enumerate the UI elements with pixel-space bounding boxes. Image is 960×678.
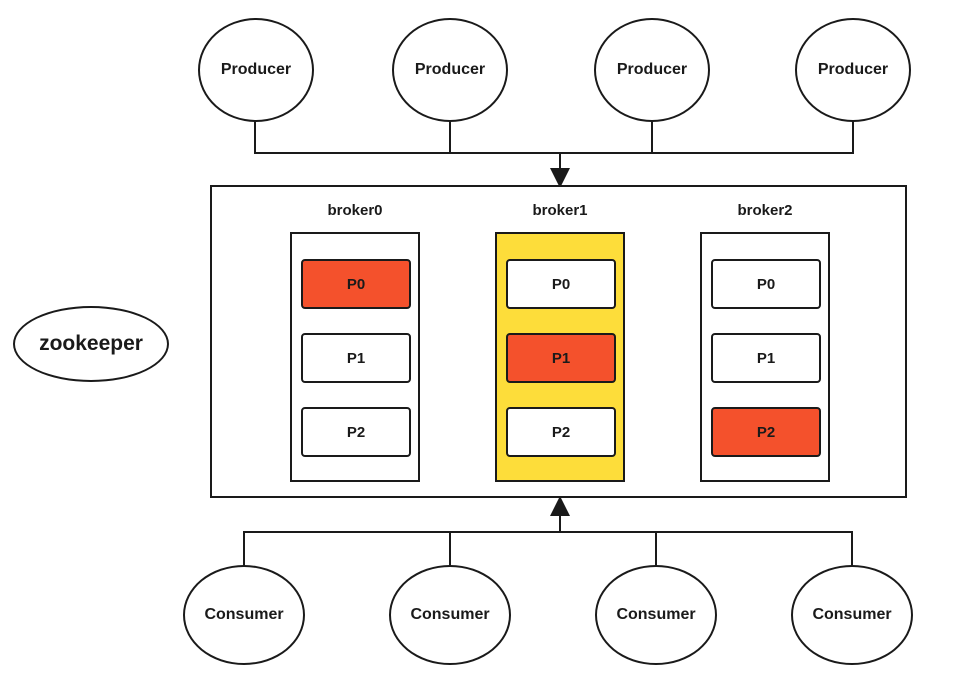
partition-box: P2 — [506, 407, 616, 457]
partition-box: P0 — [506, 259, 616, 309]
broker-box: P0 P1 P2 — [495, 232, 625, 482]
producer-node: Producer — [198, 18, 314, 122]
leader-partition-box: P0 — [301, 259, 411, 309]
broker-label: broker1 — [532, 202, 588, 219]
broker-box: P0 P1 P2 — [290, 232, 420, 482]
consumer-node: Consumer — [595, 565, 717, 665]
partition-box: P0 — [711, 259, 821, 309]
producer-node: Producer — [594, 18, 710, 122]
broker-box: P0 P1 P2 — [700, 232, 830, 482]
broker-label: broker0 — [327, 202, 383, 219]
consumer-node: Consumer — [183, 565, 305, 665]
partition-box: P1 — [301, 333, 411, 383]
producer-node: Producer — [392, 18, 508, 122]
broker-label: broker2 — [737, 202, 793, 219]
leader-partition-box: P2 — [711, 407, 821, 457]
consumer-node: Consumer — [791, 565, 913, 665]
zookeeper-node: zookeeper — [13, 306, 169, 382]
leader-partition-box: P1 — [506, 333, 616, 383]
partition-box: P1 — [711, 333, 821, 383]
consumer-node: Consumer — [389, 565, 511, 665]
producer-node: Producer — [795, 18, 911, 122]
partition-box: P2 — [301, 407, 411, 457]
